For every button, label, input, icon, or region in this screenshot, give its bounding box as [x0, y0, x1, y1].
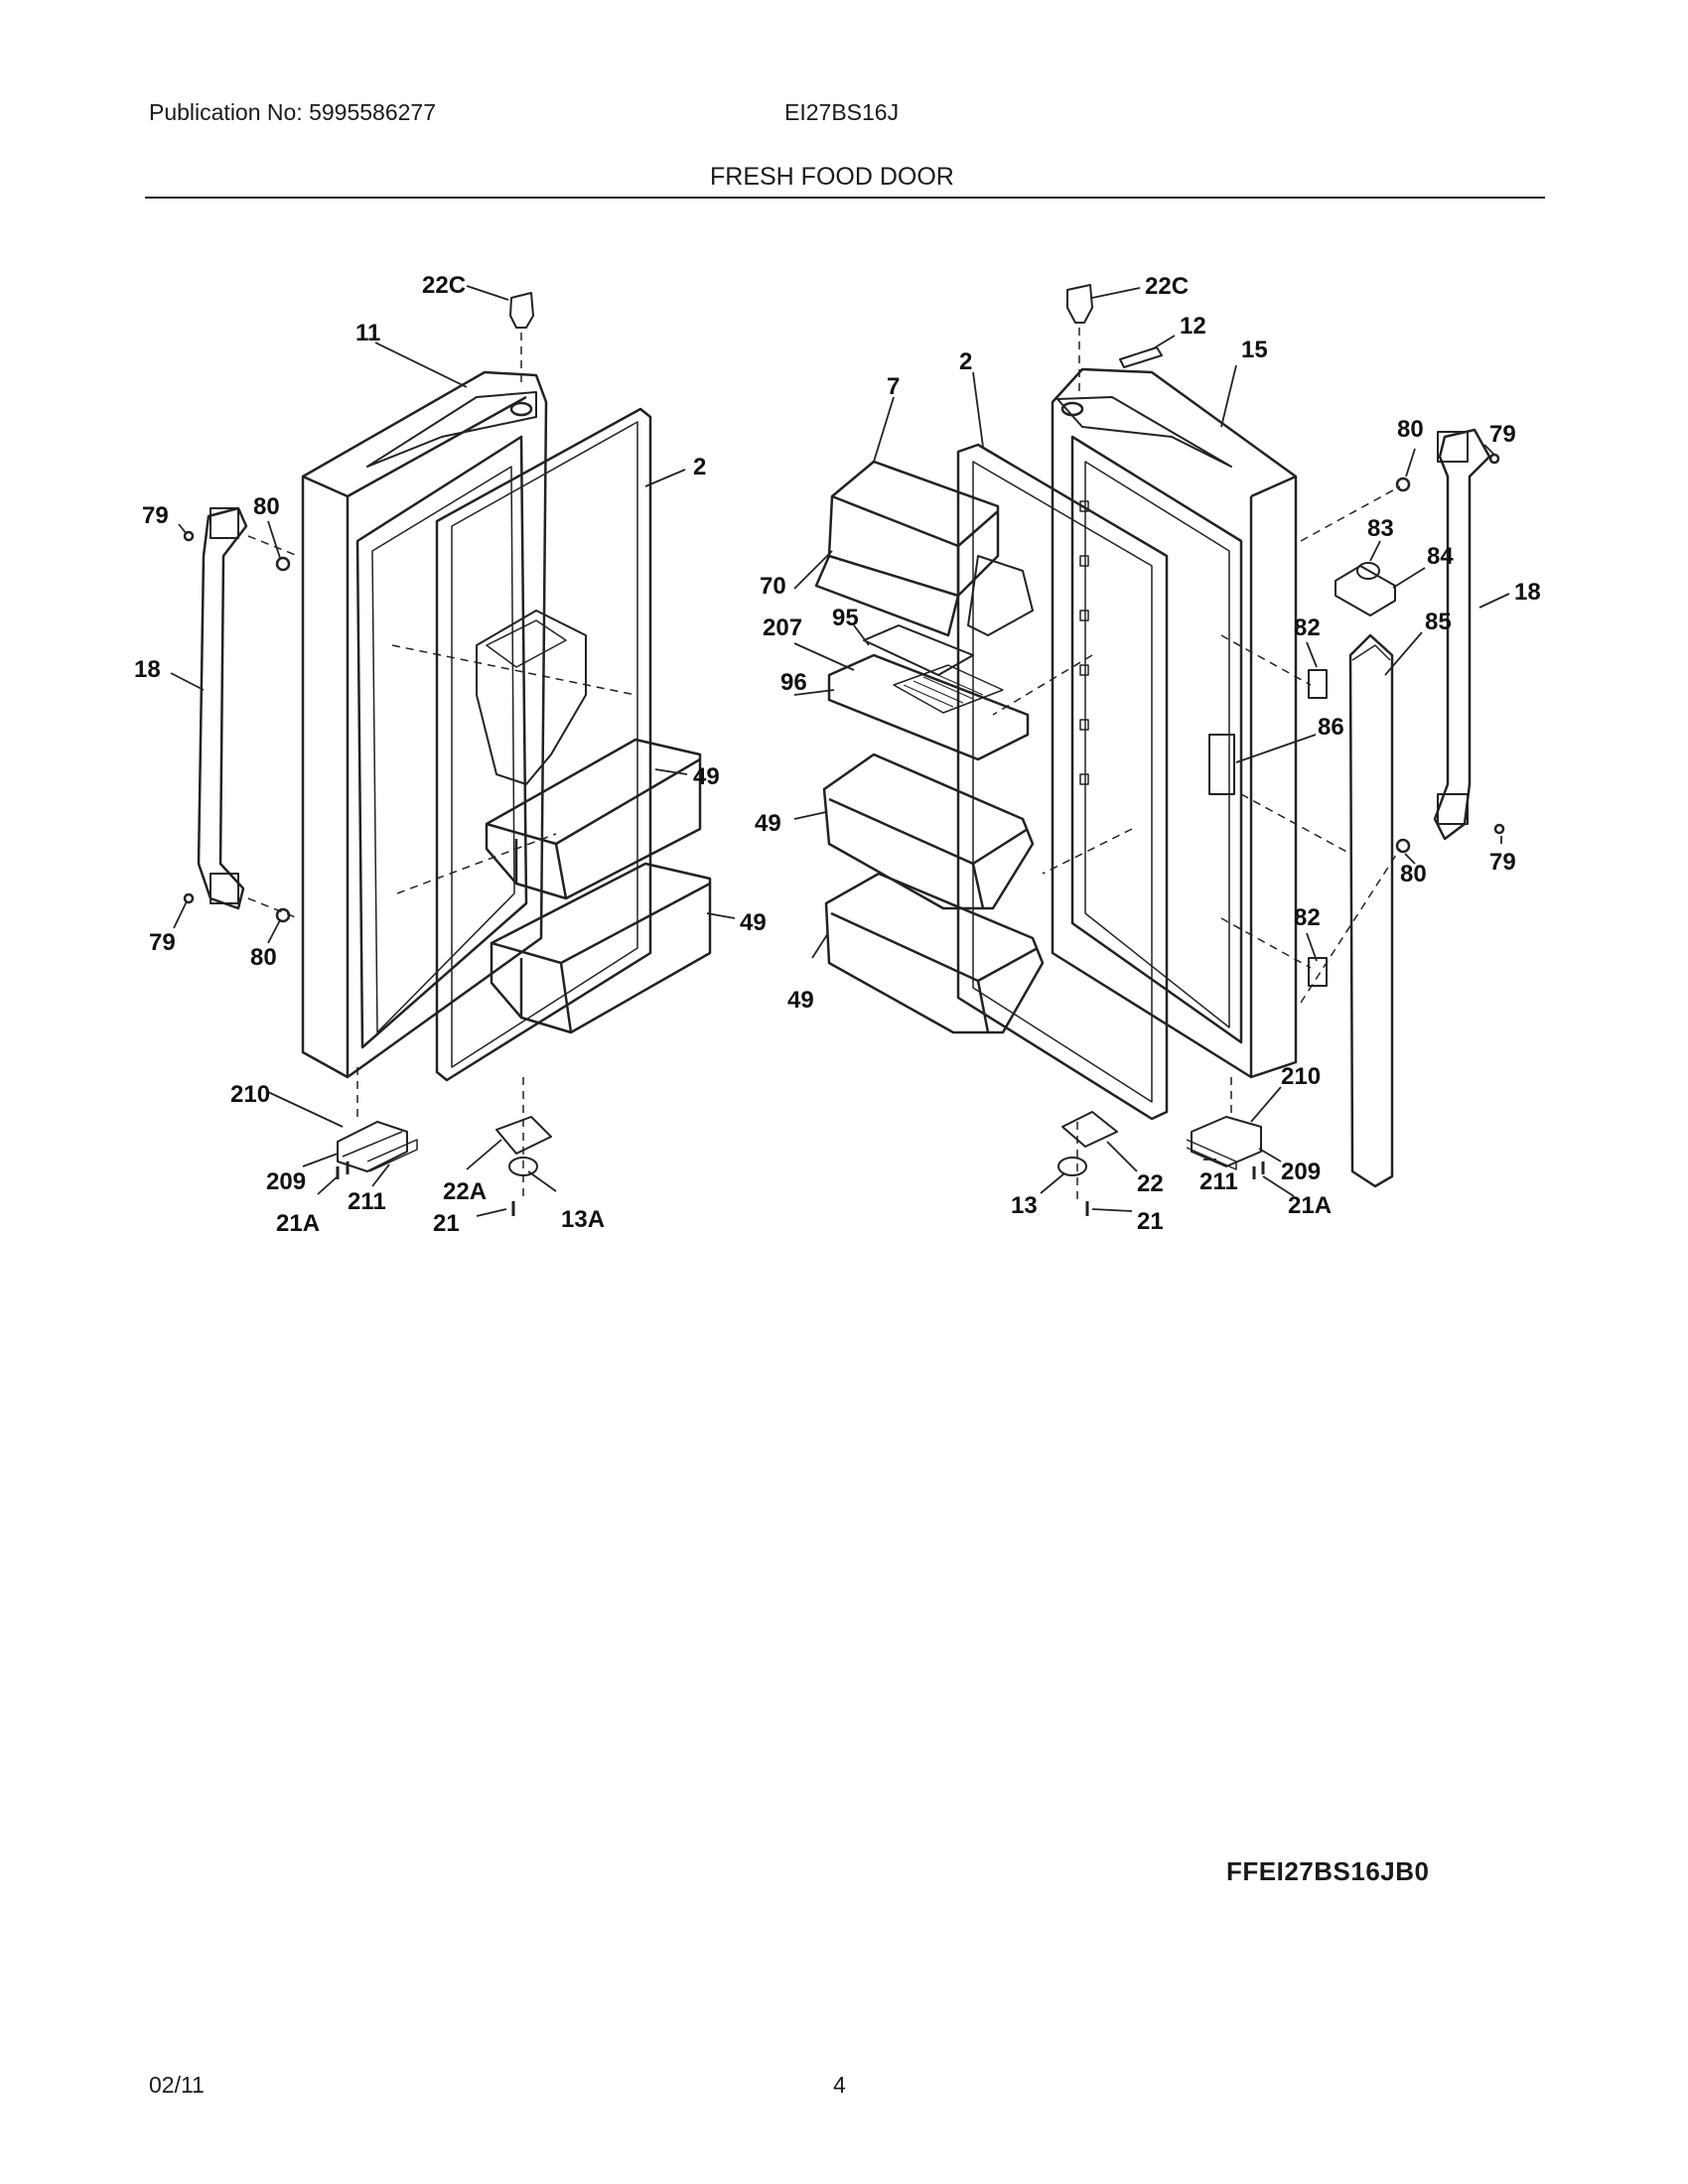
trim-bracket-lower [1308, 957, 1328, 987]
model-number: EI27BS16J [784, 99, 900, 125]
callout-label: 85 [1425, 609, 1452, 635]
callout-label: 210 [1281, 1063, 1321, 1090]
callout-label: 22C [1145, 273, 1189, 300]
callout-label: 18 [134, 656, 161, 683]
callout-label: 49 [755, 810, 781, 837]
left-lower-hinge [495, 1116, 552, 1155]
section-title: FRESH FOOD DOOR [710, 163, 954, 191]
callout-label: 22A [443, 1178, 487, 1205]
trim-bracket-upper [1308, 669, 1328, 699]
callout-label: 207 [763, 614, 802, 641]
left-door-assembly [183, 292, 712, 1216]
callout-label: 11 [355, 320, 380, 346]
right-door-assembly [814, 284, 1505, 1216]
dispenser-chute [476, 610, 587, 785]
left-door-handle [197, 506, 248, 910]
right-door-bin-lower [824, 872, 1045, 1034]
left-door-shell [301, 370, 548, 1079]
door-side-trim [1348, 633, 1394, 1188]
right-lower-hinge [1061, 1111, 1118, 1148]
callout-label: 18 [1514, 579, 1541, 606]
right-door-top-cap [1056, 396, 1232, 468]
callout-label: 22C [422, 272, 466, 299]
callout-label: 96 [780, 669, 807, 696]
callout-label: 80 [1400, 861, 1427, 887]
left-hinge-cap [509, 292, 534, 329]
callout-label: 21A [276, 1210, 320, 1237]
handle-plug [1356, 562, 1380, 580]
handle-bracket [1335, 565, 1396, 616]
callout-label: 210 [230, 1081, 270, 1108]
callout-label: 83 [1367, 515, 1394, 542]
callout-label: 70 [760, 573, 786, 600]
callout-label: 82 [1294, 614, 1321, 641]
callout-label: 15 [1241, 337, 1268, 363]
callout-label: 80 [250, 944, 277, 971]
publication-number: Publication No: 5995586277 [149, 99, 437, 125]
callout-label: 80 [1397, 416, 1424, 443]
callout-label: 49 [693, 763, 720, 790]
callout-label: 49 [787, 987, 814, 1014]
revision-date: 02/11 [149, 2072, 205, 2098]
callout-label: 95 [832, 605, 859, 631]
callout-label: 79 [1489, 421, 1516, 448]
callout-label: 2 [959, 348, 972, 375]
right-door-cam [1191, 1116, 1262, 1167]
page-number: 4 [833, 2072, 846, 2098]
callout-label: 79 [149, 929, 176, 956]
callout-label: 12 [1180, 313, 1206, 340]
callout-label: 13 [1011, 1192, 1038, 1219]
callout-label: 13A [561, 1206, 605, 1233]
right-hinge-cap [1066, 284, 1093, 324]
right-door-shell [1051, 367, 1298, 1079]
callout-label: 209 [266, 1168, 306, 1195]
left-door-gasket [435, 407, 652, 1082]
filter-cover [863, 624, 974, 676]
callout-label: 79 [142, 502, 169, 529]
left-door-bin-lower [490, 862, 712, 1034]
callout-label: 2 [693, 454, 706, 480]
left-door-top-cap [366, 391, 537, 468]
hinge-spacer [1119, 346, 1163, 368]
right-door-handle [1433, 428, 1491, 841]
left-door-cam [337, 1121, 408, 1172]
callout-label: 7 [887, 373, 900, 400]
callout-label: 21 [433, 1210, 460, 1237]
callout-label: 80 [253, 493, 280, 520]
diagram-code: FFEI27BS16JB0 [1226, 1856, 1430, 1886]
callout-label: 21 [1137, 1208, 1164, 1235]
right-door-bin-upper [822, 752, 1035, 910]
callout-label: 211 [1199, 1168, 1238, 1195]
left-door-bin-upper [485, 738, 702, 900]
right-door-gasket [956, 443, 1169, 1121]
callout-label: 22 [1137, 1170, 1164, 1197]
header-divider [145, 197, 1545, 199]
callout-label: 86 [1318, 714, 1344, 741]
callout-label: 82 [1294, 904, 1321, 931]
callout-label: 49 [740, 909, 767, 936]
control-module [1208, 734, 1235, 795]
dairy-hinge-bracket [967, 555, 1034, 636]
callout-label: 211 [348, 1188, 386, 1215]
filter-tray [827, 653, 1030, 761]
callout-label: 21A [1288, 1192, 1332, 1219]
callout-label: 209 [1281, 1159, 1321, 1185]
callout-leaders [170, 285, 1510, 1217]
callout-labels: 22C 11 2 79 80 18 49 49 79 80 210 209 21… [134, 272, 1541, 1237]
callout-label: 84 [1427, 543, 1454, 570]
callout-label: 79 [1489, 849, 1516, 876]
